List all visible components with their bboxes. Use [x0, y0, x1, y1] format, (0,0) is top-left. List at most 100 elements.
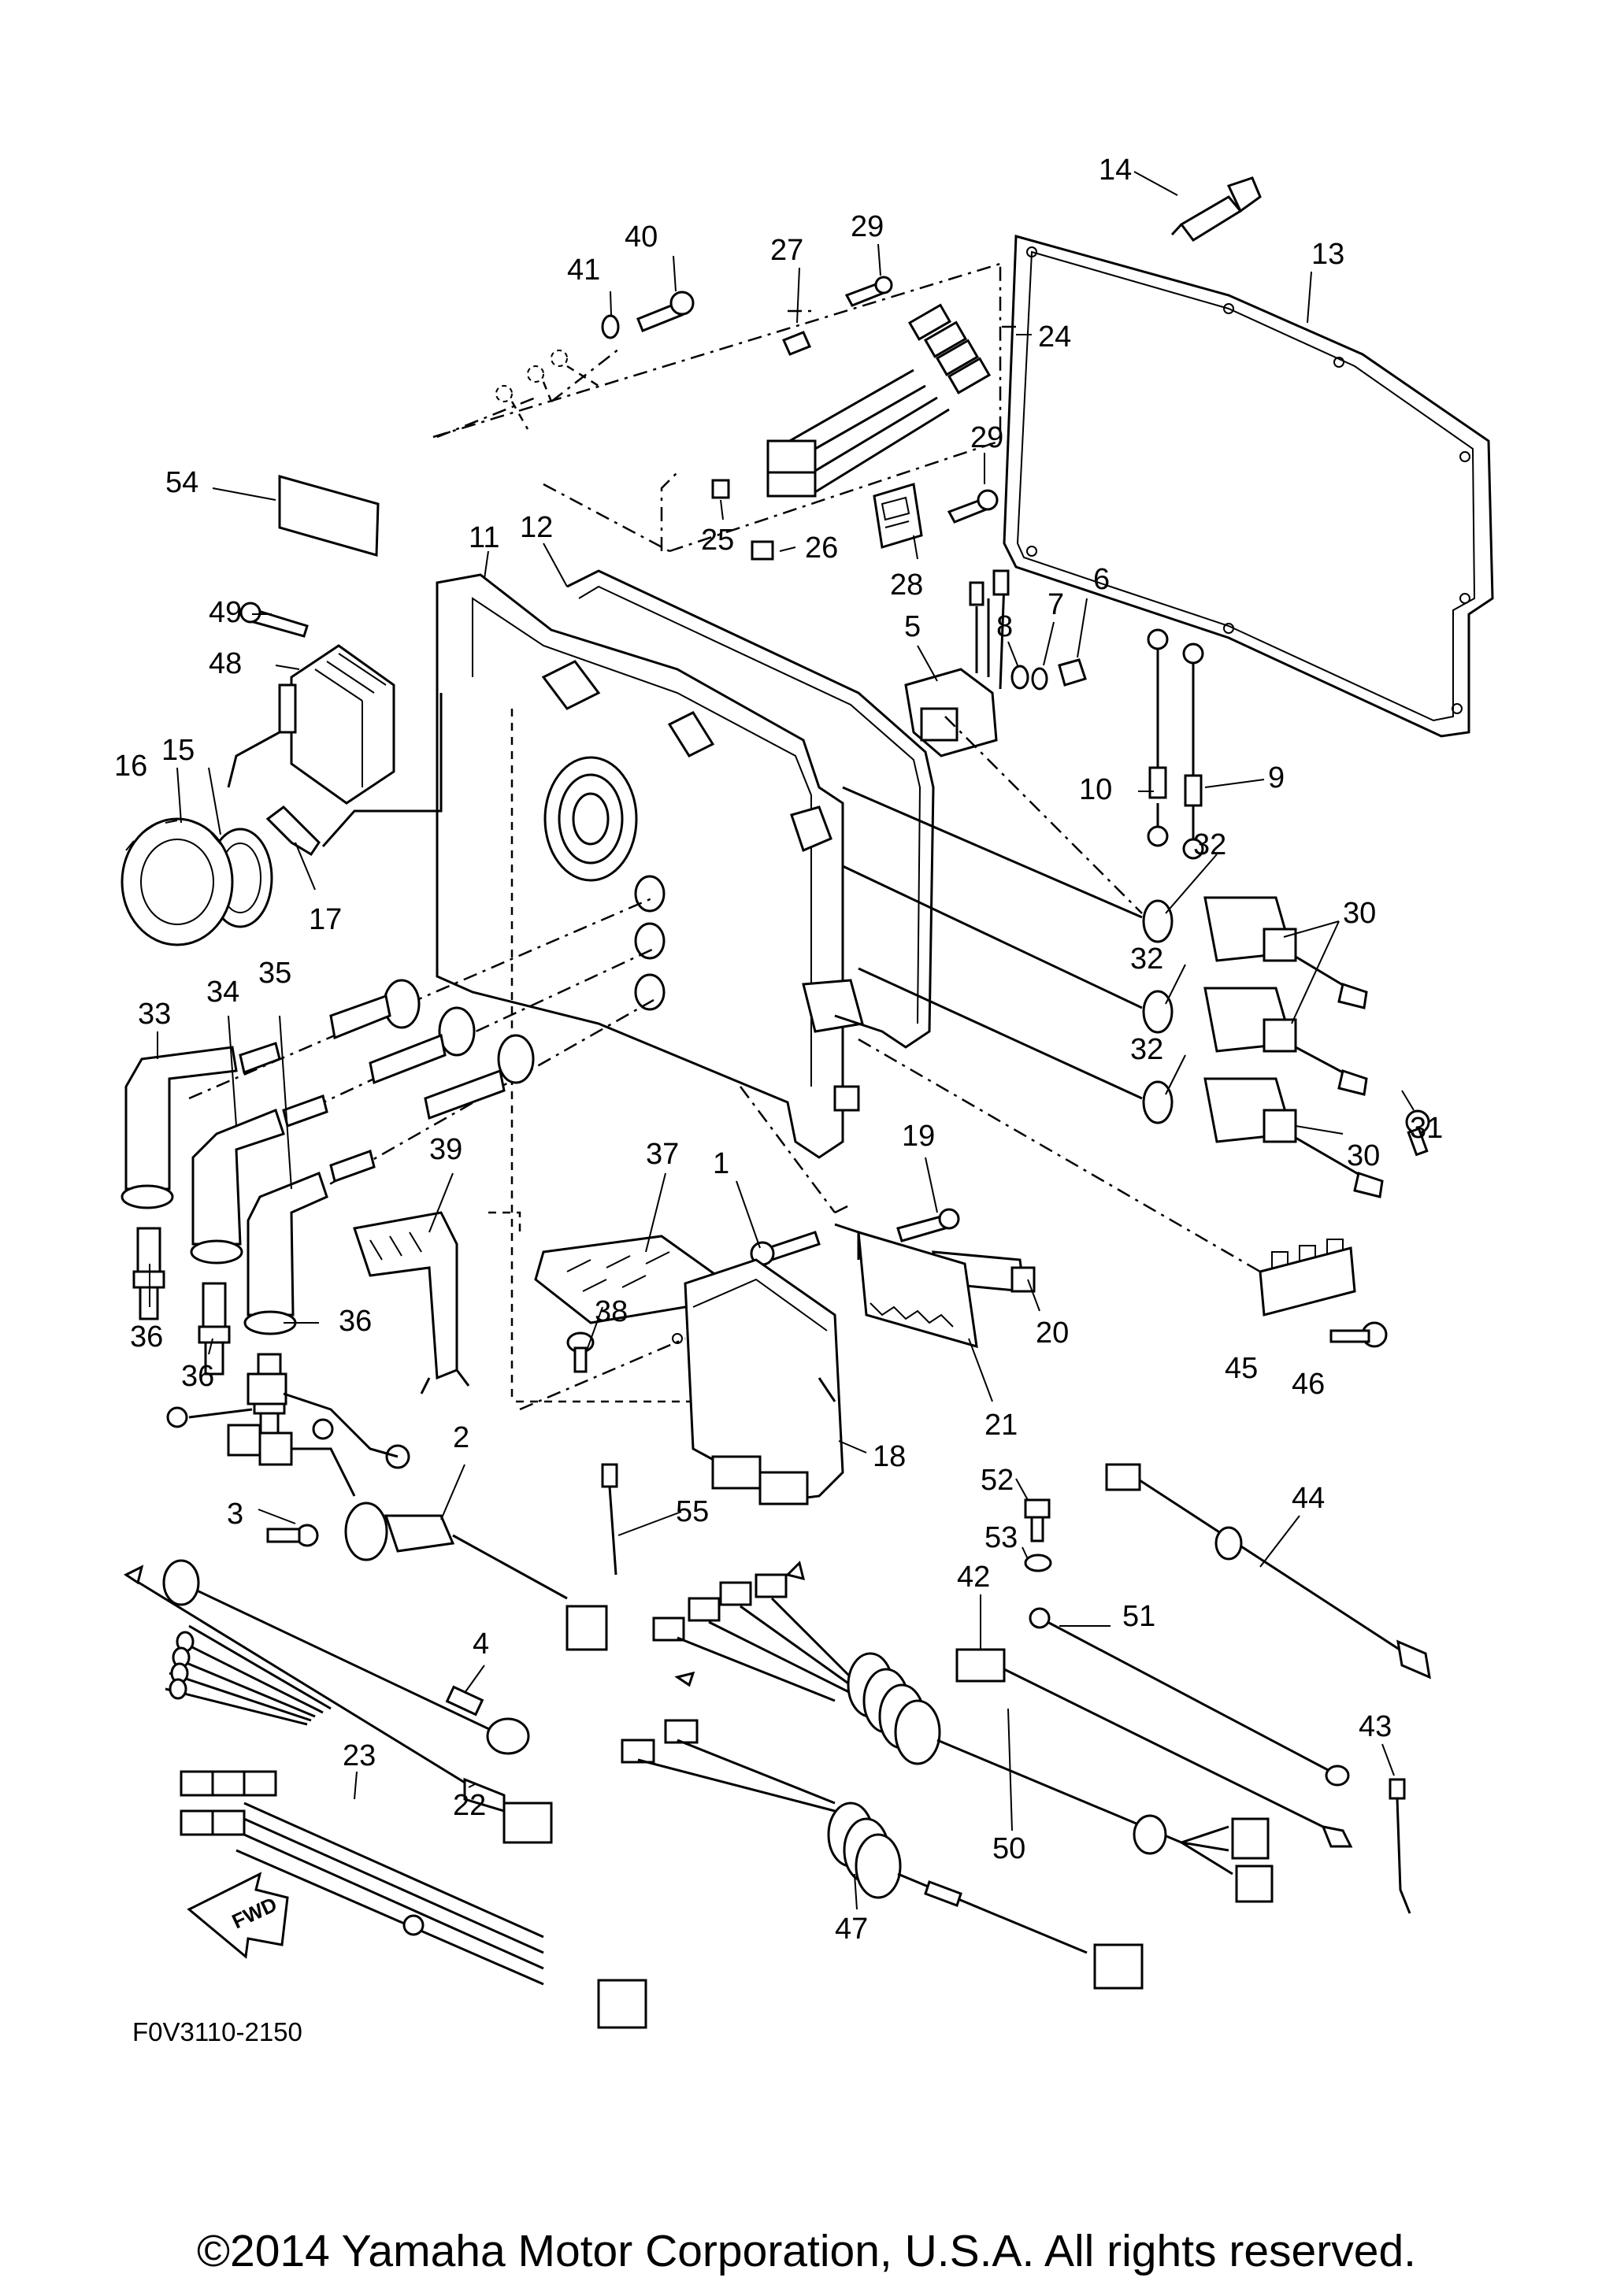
fuse-9-shape	[1182, 643, 1204, 860]
callout-11: 11	[469, 521, 499, 554]
callout-55: 55	[676, 1495, 709, 1528]
gasket-13-shape	[1003, 235, 1494, 738]
bolt-46-shape	[1329, 1321, 1388, 1348]
callout-9: 9	[1268, 761, 1285, 794]
nut-6-shape	[1058, 658, 1087, 687]
callout-28: 28	[890, 568, 923, 602]
washer-7-shape	[1031, 667, 1048, 691]
callout-27: 27	[770, 234, 803, 267]
callout-29a: 29	[851, 210, 884, 243]
callout-2: 2	[453, 1421, 469, 1454]
callout-13: 13	[1311, 238, 1344, 271]
callout-36b: 36	[181, 1360, 214, 1393]
relay-5-shape	[904, 569, 1010, 757]
callout-12: 12	[520, 511, 553, 544]
callout-41: 41	[567, 254, 600, 287]
callout-53: 53	[984, 1521, 1018, 1554]
ecu-18-shape	[672, 1258, 844, 1505]
clip-26-shape	[751, 540, 774, 561]
callout-46: 46	[1292, 1368, 1325, 1401]
cable-51-shape	[1029, 1607, 1350, 1787]
copyright-notice: ©2014 Yamaha Motor Corporation, U.S.A. A…	[197, 2226, 1416, 2276]
callout-18: 18	[873, 1440, 906, 1473]
screw-3-shape	[266, 1524, 319, 1547]
rectifier-48-shape	[227, 644, 395, 805]
cable-42-shape	[955, 1648, 1353, 1848]
bolt-1-shape	[750, 1231, 821, 1266]
callout-15: 15	[161, 734, 195, 767]
knob-16-shape	[121, 817, 234, 946]
fwd-arrow-icon: FWD	[187, 1872, 289, 1959]
wire-4-shape	[162, 1559, 530, 1755]
spark-plug-36b-shape	[198, 1282, 231, 1376]
callout-37: 37	[646, 1138, 679, 1171]
bracket-27-shape	[781, 331, 812, 356]
callout-25: 25	[701, 524, 734, 557]
cable-tie-43-shape	[1389, 1778, 1411, 1914]
figure-code: F0V3110-2150	[132, 2017, 302, 2046]
electrical-box-11-shape	[436, 573, 864, 1403]
bracket-45-shape	[1259, 1239, 1356, 1316]
callout-10: 10	[1079, 773, 1112, 806]
callout-30c: 30	[1347, 1139, 1380, 1172]
callout-17: 17	[309, 903, 342, 936]
callout-21: 21	[984, 1409, 1018, 1442]
label-54-shape	[278, 475, 380, 557]
callout-23: 23	[343, 1739, 376, 1772]
clip-17-shape	[265, 805, 321, 857]
plug-cap-34-shape	[190, 1109, 285, 1265]
screw-29b-shape	[947, 489, 999, 524]
callout-6: 6	[1093, 563, 1110, 596]
ignition-coil-30b-shape	[1142, 987, 1368, 1096]
callout-35: 35	[258, 957, 291, 990]
callout-39: 39	[429, 1133, 462, 1166]
wire-holder-39-shape	[353, 1211, 470, 1394]
washer-8-shape	[1010, 665, 1029, 690]
harness-2-shape	[166, 1372, 608, 1651]
callout-3: 3	[227, 1498, 243, 1531]
callout-43: 43	[1359, 1710, 1392, 1743]
callout-32b: 32	[1130, 942, 1163, 976]
harness-23-shape	[180, 1770, 647, 2029]
ground-terminals-shape	[495, 350, 599, 430]
screw-31-shape	[1405, 1109, 1430, 1157]
washer-53-shape	[1024, 1554, 1052, 1572]
screw-29a-shape	[844, 276, 893, 307]
callout-50: 50	[992, 1832, 1025, 1865]
callout-14: 14	[1099, 154, 1132, 187]
cable-tie-55-shape	[601, 1463, 618, 1576]
callout-20: 20	[1036, 1316, 1069, 1350]
callout-leaders	[149, 171, 1415, 1910]
bolt-19-shape	[896, 1208, 960, 1242]
plug-cap-33-shape	[121, 1046, 238, 1209]
callout-42: 42	[957, 1561, 990, 1594]
callout-34: 34	[206, 976, 239, 1009]
callout-33: 33	[138, 998, 171, 1031]
gasket-12-shape	[566, 569, 935, 1049]
callout-47: 47	[835, 1913, 868, 1946]
fuse-10-shape	[1147, 628, 1169, 847]
clip-25-shape	[711, 479, 730, 499]
callout-22: 22	[453, 1789, 486, 1822]
harness-50-shape	[652, 1561, 1274, 1903]
callout-29b: 29	[970, 421, 1003, 454]
callout-44: 44	[1292, 1482, 1325, 1515]
callout-31: 31	[1410, 1112, 1443, 1145]
ignition-coil-30a-shape	[1142, 896, 1368, 1009]
bracket-28-shape	[873, 483, 923, 549]
callout-1: 1	[713, 1147, 729, 1180]
washer-41-shape	[601, 314, 620, 339]
callout-19: 19	[902, 1120, 935, 1153]
callout-51: 51	[1122, 1600, 1155, 1633]
callout-26: 26	[805, 531, 838, 565]
callout-52: 52	[981, 1464, 1014, 1497]
callout-45: 45	[1225, 1352, 1258, 1385]
harness-47-shape	[621, 1719, 1144, 1990]
callout-48: 48	[209, 647, 242, 680]
callout-24: 24	[1038, 320, 1071, 354]
callout-32a: 32	[1193, 828, 1226, 861]
callout-4: 4	[473, 1628, 489, 1661]
callout-30a: 30	[1343, 897, 1376, 930]
bolt-52-shape	[1024, 1498, 1051, 1542]
